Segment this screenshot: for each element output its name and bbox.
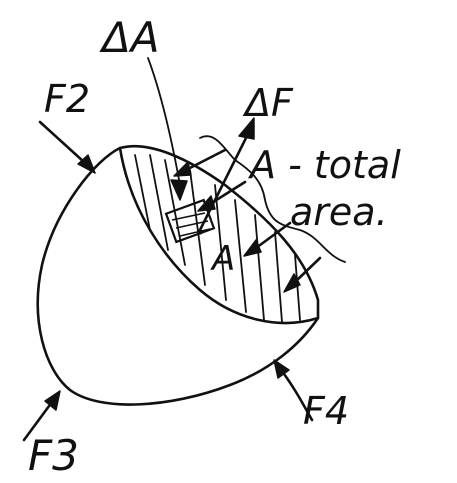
delta-f-label: ΔF [242, 81, 294, 125]
delta-a-label: ΔA [99, 13, 159, 62]
delta-f-arrowhead [238, 117, 255, 140]
f2-label: F2 [44, 77, 90, 121]
body-outline [36, 146, 320, 406]
internal-force-arrowhead-4 [283, 273, 301, 293]
f2-arrowhead [77, 154, 96, 174]
delta-a-leader [147, 57, 181, 186]
f4-arrowhead [273, 359, 290, 379]
internal-force-arrow-3 [254, 221, 292, 250]
internal-force-arrowhead-3 [243, 239, 262, 257]
a-total-area-line-2: area. [290, 190, 388, 234]
delta-a-arrowhead [170, 179, 188, 201]
f3-arrow-shaft [22, 400, 54, 442]
f2-arrow-shaft [38, 120, 86, 164]
cut-surface-outline [118, 144, 320, 325]
a-total-area-line-1: A - total [247, 143, 401, 187]
internal-force-arrow-1 [184, 148, 227, 172]
internal-force-arrowhead-2 [197, 195, 216, 212]
internal-force-arrowhead-1 [173, 161, 192, 177]
f3-arrowhead [44, 390, 61, 411]
internal-force-arrow-4 [293, 256, 322, 284]
f3-label: F3 [28, 431, 79, 480]
section-hatching [134, 154, 301, 323]
delta-f-arrow-shaft [198, 132, 250, 232]
f4-label: F4 [303, 389, 349, 433]
a-section-label: A [210, 239, 235, 279]
internal-force-arrow-2 [208, 180, 247, 206]
